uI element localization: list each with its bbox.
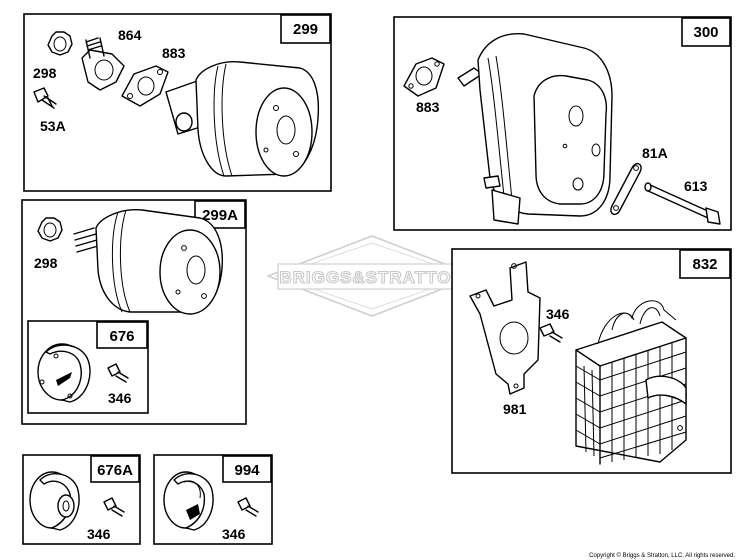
panel-299-tag-box bbox=[280, 14, 331, 44]
panel-832: 832 346 981 bbox=[451, 248, 732, 474]
panel-299A-tag: 299A bbox=[202, 207, 238, 224]
label-346-832: 346 bbox=[546, 306, 570, 322]
bracket-981-part bbox=[469, 261, 541, 395]
panel-832-tag-box bbox=[679, 249, 731, 279]
label-346-676A: 346 bbox=[87, 526, 111, 542]
screw-346-676-part bbox=[107, 363, 129, 383]
panel-300-tag-box bbox=[681, 17, 731, 47]
link-81A-part bbox=[610, 162, 642, 216]
panel-676: 676 346 bbox=[27, 320, 149, 414]
label-346-676: 346 bbox=[108, 390, 132, 406]
panel-994-tag-box bbox=[222, 455, 272, 483]
deflector-994-part bbox=[163, 471, 214, 531]
panel-299-tag: 299 bbox=[293, 21, 318, 38]
watermark-text: BRIGGS&STRATTON bbox=[279, 268, 464, 287]
label-883: 883 bbox=[162, 45, 186, 61]
screw-346-994-part bbox=[237, 497, 259, 517]
label-613: 613 bbox=[684, 178, 708, 194]
panel-299: 299 bbox=[23, 13, 332, 192]
screw-346-676A-part bbox=[103, 497, 125, 517]
label-298: 298 bbox=[33, 65, 57, 81]
deflector-676-part bbox=[37, 343, 91, 403]
bolt-53A-part bbox=[33, 87, 57, 109]
label-883-300: 883 bbox=[416, 99, 440, 115]
panel-676A-tag: 676A bbox=[97, 462, 133, 479]
panel-832-tag: 832 bbox=[692, 256, 717, 273]
panel-994: 994 346 bbox=[153, 454, 273, 545]
panel-994-tag: 994 bbox=[234, 462, 260, 479]
fitting-864-part bbox=[81, 37, 125, 91]
panel-299A: 299A 298 676 bbox=[21, 199, 247, 425]
nut-298-part bbox=[47, 31, 73, 56]
muffler-299A-part bbox=[73, 209, 223, 315]
watermark-logo: BRIGGS&STRATTON bbox=[265, 235, 479, 317]
panel-676-tag-box bbox=[96, 321, 148, 349]
bolt-613-part bbox=[644, 182, 721, 225]
gasket-883-part bbox=[121, 65, 169, 107]
label-81A: 81A bbox=[642, 145, 668, 161]
label-346-994: 346 bbox=[222, 526, 246, 542]
panel-300-tag: 300 bbox=[693, 24, 718, 41]
label-864: 864 bbox=[118, 27, 142, 43]
label-298-299A: 298 bbox=[34, 255, 58, 271]
copyright-text: Copyright © Briggs & Stratton, LLC. All … bbox=[589, 552, 735, 559]
deflector-676A-part bbox=[29, 471, 80, 531]
panel-300: 300 bbox=[393, 16, 732, 231]
label-53A: 53A bbox=[40, 118, 66, 134]
label-981: 981 bbox=[503, 401, 527, 417]
gasket-883-300-part bbox=[403, 57, 445, 97]
screw-346-832-part bbox=[539, 323, 563, 343]
wire-guard-part bbox=[575, 300, 687, 465]
muffler-299-part bbox=[165, 61, 320, 177]
muffler-300-part bbox=[457, 33, 613, 225]
panel-676A: 676A 346 bbox=[22, 454, 141, 545]
panel-676-tag: 676 bbox=[109, 328, 134, 345]
nut-298-299A-part bbox=[37, 217, 63, 242]
panel-676A-tag-box bbox=[90, 455, 140, 483]
